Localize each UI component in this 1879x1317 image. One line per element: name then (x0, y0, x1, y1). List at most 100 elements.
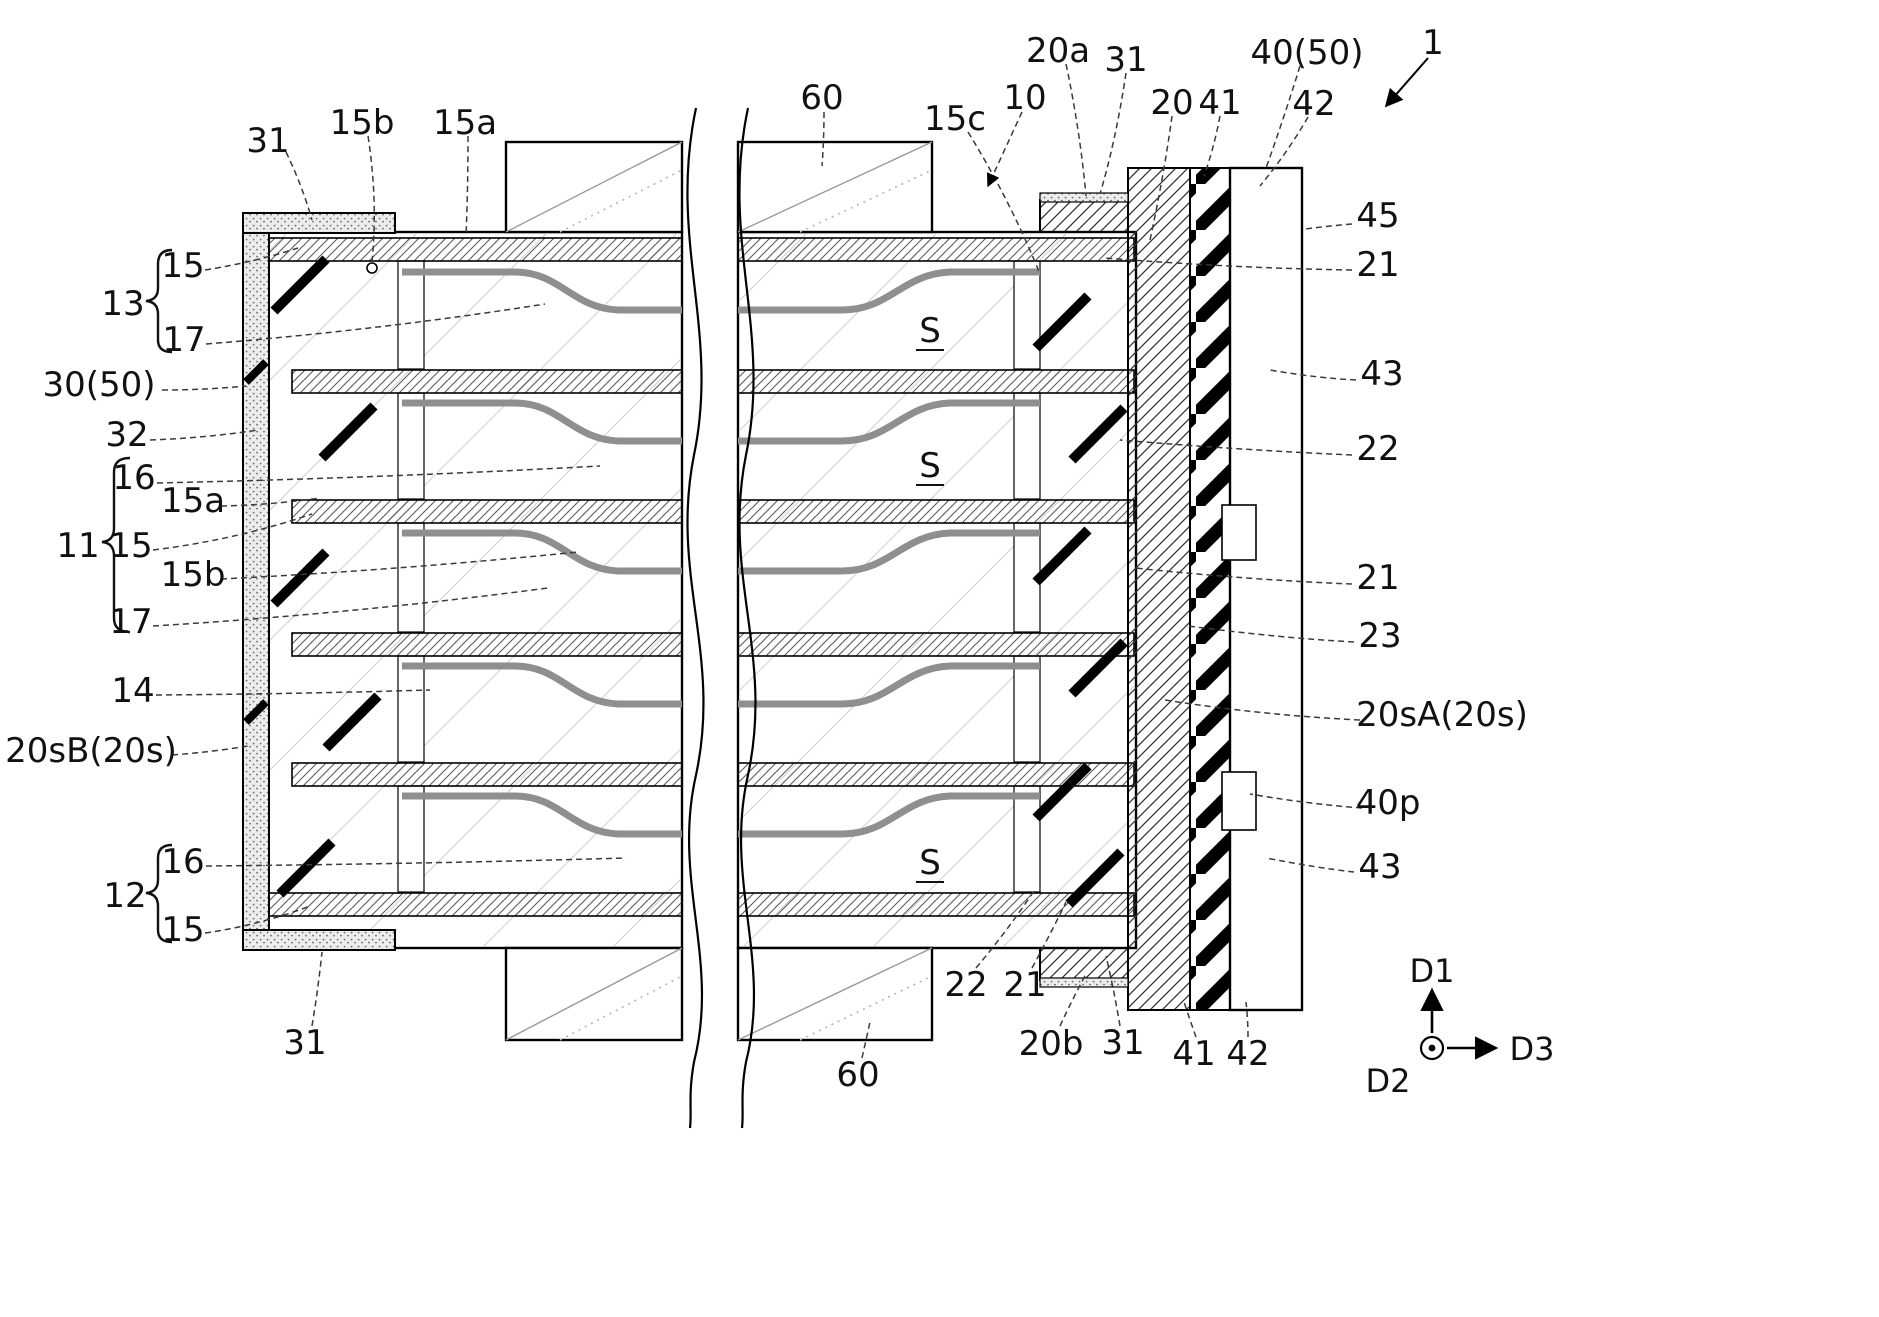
leader-line (1104, 257, 1353, 271)
ref-label-20sB: 20sB(20s) (5, 731, 177, 771)
leader-lines (149, 57, 1429, 1059)
tab-20a-body (1039, 199, 1129, 233)
ref-label-40p: 40p (1356, 783, 1421, 823)
leader-arrow-10 (986, 111, 1023, 188)
left-termination-via (243, 359, 269, 385)
ref-label-15-group11: 15 (109, 526, 152, 566)
ref-label-15a-top: 15a (433, 103, 497, 143)
tab-20b-body (1039, 947, 1129, 981)
ref-label-22-bottom: 22 (944, 965, 987, 1005)
step-column (1013, 655, 1041, 763)
via-marks (270, 255, 1128, 908)
leader-line (1119, 439, 1353, 456)
ref-label-30-50: 30(50) (42, 365, 155, 405)
thin-electrode (402, 662, 682, 708)
thin-electrode (738, 399, 1040, 445)
leader-line (1269, 369, 1357, 381)
leader-line (1203, 115, 1221, 177)
ref-label-60-top: 60 (800, 78, 843, 118)
ref-label-12: 12 (103, 876, 146, 916)
thin-electrode (738, 268, 1040, 314)
ref-label-45: 45 (1356, 196, 1399, 236)
via-mark (322, 692, 382, 752)
electrode-bar (737, 369, 1135, 394)
ref-label-40-50: 40(50) (1250, 33, 1363, 73)
left-termination-bottom-arm (242, 929, 396, 951)
ref-label-15c: 15c (924, 99, 986, 139)
leader-line (152, 587, 549, 627)
thin-electrode (402, 792, 682, 838)
reference-labels: 31 15b 15a 60 15c 10 20a 31 20 41 40(50)… (5, 23, 1528, 1095)
leader-arrow-1 (1384, 57, 1429, 108)
axis-label-d3: D3 (1510, 1030, 1555, 1068)
leader-line (155, 689, 431, 696)
axis-label-d1: D1 (1410, 952, 1455, 990)
step-column (1013, 392, 1041, 500)
leader-line (1265, 857, 1355, 873)
leader-line (1249, 793, 1363, 809)
ref-label-31-bottom-left: 31 (283, 1023, 326, 1063)
left-termination-via (243, 699, 269, 725)
ref-label-21-bottom: 21 (1003, 965, 1046, 1005)
leader-line (311, 951, 323, 1027)
ref-label-41-top: 41 (1198, 83, 1241, 123)
leader-dot (366, 262, 378, 274)
via-mark (1068, 404, 1128, 464)
leader-line (1149, 115, 1173, 241)
break-band (686, 104, 757, 1136)
leader-line (1164, 699, 1361, 721)
ref-label-15-group13: 15 (161, 246, 204, 286)
thin-electrode (402, 268, 682, 314)
ref-label-13: 13 (101, 284, 144, 324)
step-column (397, 785, 425, 893)
cover-block-diagonal (505, 141, 683, 233)
via-mark (1065, 848, 1125, 908)
right-external-electrode (1127, 166, 1304, 1012)
leader-line (152, 513, 313, 551)
body-texture-right (740, 234, 1134, 946)
leader-line (861, 1021, 871, 1059)
via-mark (1032, 762, 1092, 822)
axis-indicator: D1 D3 D2 (1366, 952, 1555, 1100)
electrode-bar (291, 632, 683, 657)
thin-electrode (402, 529, 682, 575)
ref-label-15b-group11: 15b (161, 555, 226, 595)
brace-12 (145, 843, 173, 944)
thin-electrode (738, 792, 1040, 838)
step-column (397, 260, 425, 370)
ref-label-20a: 20a (1026, 31, 1090, 71)
section-mark-s: S (919, 446, 941, 486)
ref-label-43-right2: 43 (1358, 847, 1401, 887)
ref-label-1: 1 (1422, 23, 1444, 63)
step-column (1013, 785, 1041, 893)
break-wavy-line (686, 107, 705, 1129)
brace-13 (145, 248, 173, 354)
termination-layer-43 (1228, 166, 1304, 1012)
leader-line (1187, 625, 1355, 643)
ref-label-14: 14 (111, 671, 154, 711)
via-mark (318, 402, 378, 462)
ceramic-body (264, 230, 1138, 950)
ref-label-20sA: 20sA(20s) (1356, 695, 1528, 735)
axis-label-d2: D2 (1366, 1062, 1411, 1100)
via-mark (270, 548, 330, 608)
ref-label-31-top-right: 31 (1104, 40, 1147, 80)
ref-label-15b-top: 15b (330, 103, 395, 143)
thin-electrode (738, 662, 1040, 708)
tab-20b-cap (1039, 977, 1129, 988)
ref-label-32: 32 (105, 415, 148, 455)
leader-line (149, 429, 259, 441)
tab-20a-cap (1039, 192, 1129, 203)
electrode-bar (291, 369, 683, 394)
braces (101, 248, 173, 944)
leader-line (1105, 955, 1121, 1027)
ref-label-17-group13: 17 (162, 320, 205, 360)
leader-line (204, 905, 311, 934)
left-termination-top-arm (242, 212, 396, 234)
section-mark-s: S (919, 843, 941, 883)
step-column (397, 655, 425, 763)
break-wavy-line (738, 107, 757, 1129)
leader-line (205, 303, 546, 345)
ref-label-15a-group11: 15a (161, 481, 225, 521)
